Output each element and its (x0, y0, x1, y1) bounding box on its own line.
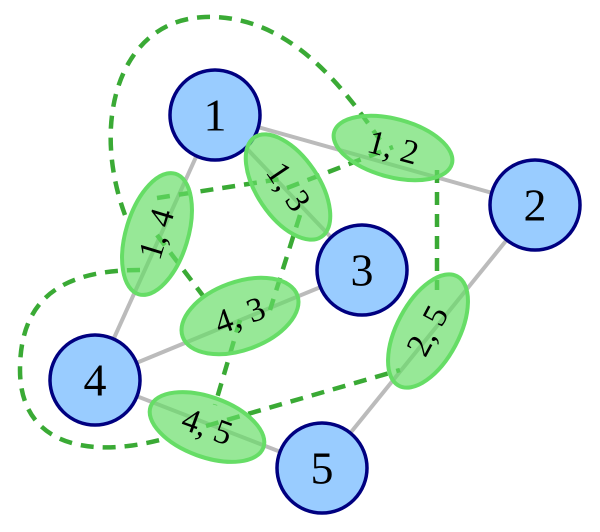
line-graph-nodes: 1, 2 1, 3 1, 4 4, 3 2, 5 4, 5 (109, 104, 485, 475)
line-node-1-2[interactable]: 1, 2 (327, 104, 460, 192)
line-edge-43-45 (212, 319, 243, 406)
node-label: 2 (524, 180, 547, 231)
node-label: 5 (311, 443, 334, 494)
node-4[interactable]: 4 (48, 333, 142, 427)
line-edge-14-12 (108, 14, 382, 216)
line-node-4-5[interactable]: 4, 5 (140, 378, 273, 475)
node-1[interactable]: 1 (168, 68, 262, 162)
line-edge-14-43 (155, 233, 212, 307)
line-edge-13-43 (267, 214, 303, 311)
graph-nodes: 1 2 3 4 5 (48, 68, 582, 515)
line-node-2-5[interactable]: 2, 5 (372, 262, 485, 401)
node-3[interactable]: 3 (315, 223, 409, 317)
node-label: 1 (204, 90, 227, 141)
line-node-1-3[interactable]: 1, 3 (229, 120, 348, 254)
node-2[interactable]: 2 (488, 158, 582, 252)
line-edge-14-45 (17, 267, 161, 450)
node-label: 3 (351, 245, 374, 296)
line-node-1-4[interactable]: 1, 4 (109, 165, 205, 304)
node-label: 4 (84, 355, 107, 406)
node-5[interactable]: 5 (275, 421, 369, 515)
line-node-4-3[interactable]: 4, 3 (171, 263, 309, 369)
